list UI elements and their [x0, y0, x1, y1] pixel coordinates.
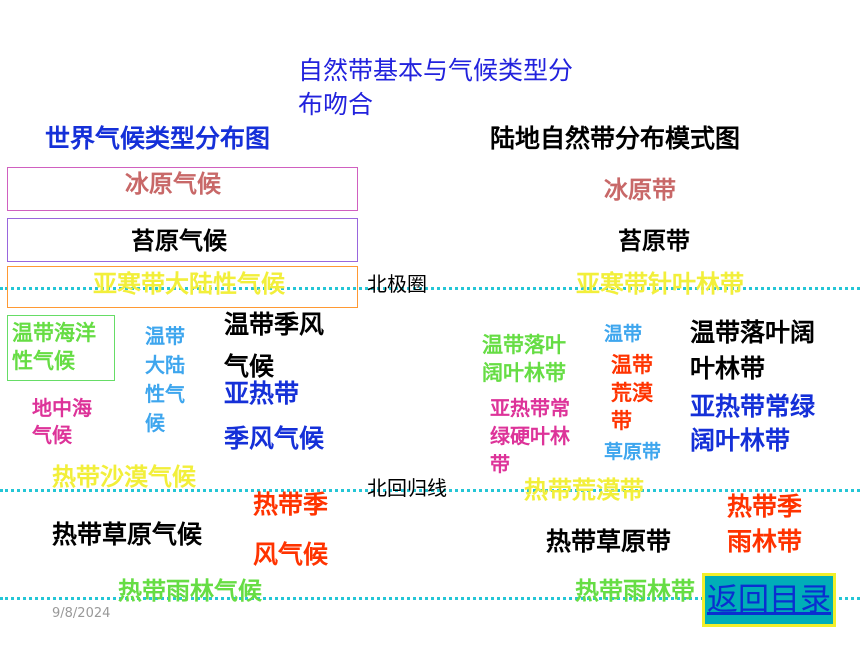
temp-deciduous-b-label-1: 温带落叶阔 [690, 318, 816, 347]
trop-monsoon-climate-label-2: 风气候 [253, 540, 329, 569]
trop-desert-climate-label: 热带沙漠气候 [52, 463, 196, 491]
trop-savanna-climate-label: 热带草原气候 [52, 520, 203, 549]
trop-monsoon-zone-label-1: 热带季 [727, 492, 803, 521]
subtrop-evergreen-zone-label-2: 阔叶林带 [690, 426, 791, 455]
trop-monsoon-zone-label-2: 雨林带 [727, 527, 803, 556]
temp-desert-zone-label-3: 带 [611, 409, 632, 433]
temp-deciduous-b-label-2: 叶林带 [690, 354, 766, 383]
sclerophyll-zone-label-3: 带 [490, 452, 510, 476]
arctic-line [0, 287, 860, 290]
left-heading: 世界气候类型分布图 [45, 124, 271, 153]
temp-small-zone-label: 温带 [604, 323, 643, 345]
right-heading: 陆地自然带分布模式图 [490, 124, 741, 153]
temp-deciduous-zone-label-1: 温带落叶 [482, 333, 566, 357]
ice-climate-label: 冰原气候 [125, 170, 221, 198]
temp-monsoon-label-1: 温带季风 [224, 310, 325, 339]
tundra-climate-box [7, 218, 358, 262]
footer-date: 9/8/2024 [52, 606, 111, 621]
arctic-circle-label: 北极圈 [367, 272, 427, 296]
sclerophyll-zone-label-2: 绿硬叶林 [490, 424, 570, 448]
subtrop-monsoon-label-2: 季风气候 [224, 424, 325, 453]
temp-deciduous-zone-label-2: 阔叶林带 [482, 361, 566, 385]
temp-monsoon-label-2: 气候 [224, 352, 275, 381]
temp-continental-label-4: 候 [145, 411, 165, 435]
temp-continental-label-1: 温带 [145, 324, 185, 348]
page-title-line1: 自然带基本与气候类型分 [298, 56, 574, 85]
temp-desert-zone-label-2: 荒漠 [611, 381, 653, 405]
temp-desert-zone-label-1: 温带 [611, 353, 653, 377]
subarctic-climate-box [7, 266, 358, 308]
trop-rainforest-zone-label: 热带雨林带 [575, 577, 695, 605]
tundra-climate-label: 苔原气候 [131, 227, 227, 255]
trop-savanna-zone-label: 热带草原带 [546, 527, 672, 556]
subarctic-climate-label: 亚寒带大陆性气候 [93, 270, 285, 298]
temp-continental-label-3: 性气 [145, 382, 185, 406]
mediterranean-label-2: 气候 [32, 423, 72, 447]
tropic-of-cancer-label: 北回归线 [367, 476, 447, 500]
ice-climate-box [7, 167, 358, 211]
temp-continental-label-2: 大陆 [145, 353, 185, 377]
trop-monsoon-climate-label-1: 热带季 [253, 490, 329, 519]
temp-marine-label-1: 温带海洋 [12, 321, 96, 345]
trop-desert-zone-label: 热带荒漠带 [524, 476, 644, 504]
trop-rainforest-climate-label: 热带雨林气候 [118, 577, 262, 605]
ice-zone-label: 冰原带 [604, 176, 676, 204]
subtrop-monsoon-label-1: 亚热带 [224, 379, 300, 408]
sclerophyll-zone-label-1: 亚热带常 [490, 396, 570, 420]
steppe-zone-label: 草原带 [604, 441, 662, 463]
back-to-contents-button[interactable]: 返回目录 [702, 573, 836, 627]
equator-line [0, 597, 860, 600]
back-to-contents-label[interactable]: 返回目录 [707, 582, 831, 618]
subtrop-evergreen-zone-label-1: 亚热带常绿 [690, 392, 816, 421]
page-title-line2: 布吻合 [298, 90, 374, 119]
tundra-zone-label: 苔原带 [618, 227, 690, 255]
mediterranean-label-1: 地中海 [32, 396, 92, 420]
tropic-line [0, 489, 860, 492]
temp-marine-box [7, 315, 115, 381]
temp-marine-label-2: 性气候 [12, 349, 75, 373]
taiga-zone-label: 亚寒带针叶林带 [576, 270, 744, 298]
